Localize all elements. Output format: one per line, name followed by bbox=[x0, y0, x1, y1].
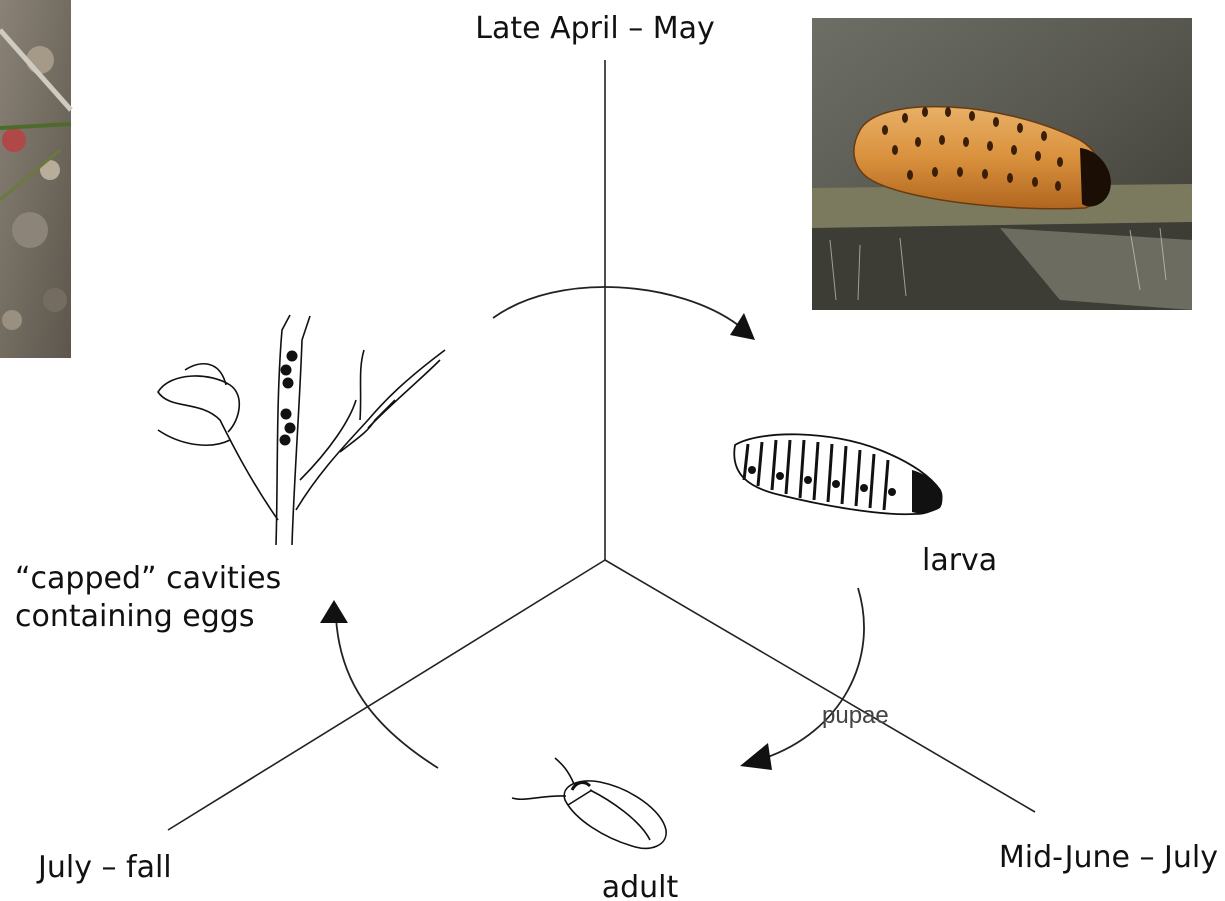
period-label-right: Mid-June – July bbox=[999, 840, 1218, 875]
period-label-top: Late April – May bbox=[475, 11, 715, 46]
arrow-eggs-to-larva bbox=[493, 287, 738, 325]
arrow-larva-to-adult bbox=[765, 588, 864, 758]
larva-drawing bbox=[734, 434, 942, 514]
arrow-adult-to-eggs bbox=[336, 618, 438, 768]
left-photo bbox=[0, 0, 71, 358]
adult-beetle-drawing bbox=[512, 758, 666, 848]
arrowhead-larva bbox=[730, 313, 755, 340]
arrowhead-eggs bbox=[320, 600, 348, 623]
period-label-left: July – fall bbox=[36, 850, 172, 885]
arrowhead-adult bbox=[740, 743, 772, 770]
eggs-twig-drawing bbox=[158, 315, 445, 545]
cycle-arrows bbox=[336, 287, 864, 768]
eggs-label-line2: containing eggs bbox=[15, 599, 254, 634]
arrowheads bbox=[320, 313, 772, 770]
eggs-label-line1: “capped” cavities bbox=[15, 561, 281, 596]
axis-right bbox=[605, 560, 1035, 812]
egg-dots bbox=[280, 351, 298, 446]
adult-label: adult bbox=[602, 870, 679, 901]
larva-label: larva bbox=[922, 543, 997, 578]
pupae-label: pupae bbox=[822, 702, 889, 729]
larva-photo bbox=[812, 18, 1192, 310]
